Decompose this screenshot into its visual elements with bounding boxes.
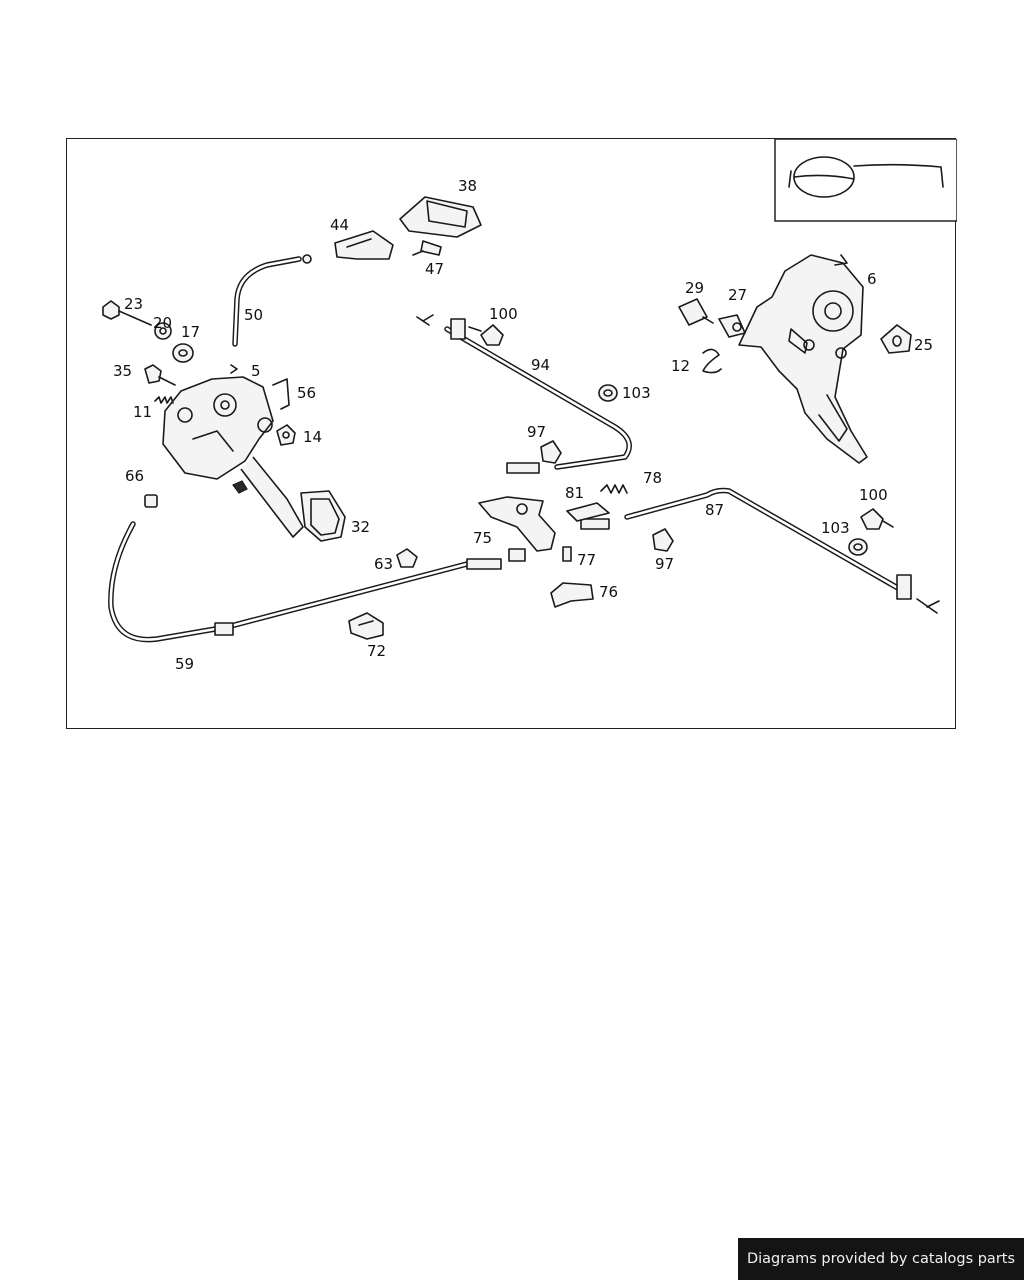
parts-diagram: 38 44 47 23 50 20 17 100 29 27 6 25 35 5…: [102, 139, 957, 673]
part-label: 6: [867, 270, 877, 288]
part-label: 87: [705, 501, 724, 519]
pedal-bracket-assembly: [162, 376, 346, 542]
part-25-bumper: [880, 324, 912, 354]
part-label: 35: [113, 362, 132, 380]
part-47-screw: [412, 240, 442, 256]
part-66-bushing: [144, 494, 158, 508]
part-44-bracket: [334, 230, 394, 260]
part-label: 25: [914, 336, 933, 354]
part-label: 66: [125, 467, 144, 485]
cable-50: [232, 254, 312, 347]
part-labels: 38 44 47 23 50 20 17 100 29 27 6 25 35 5…: [113, 177, 933, 673]
part-100b-bolt: [860, 508, 894, 530]
part-label: 17: [181, 323, 200, 341]
part-20-washer: [154, 322, 172, 340]
footer-credit-text: Diagrams provided by catalogs parts: [746, 1251, 1016, 1267]
part-103a-grommet: [598, 384, 618, 402]
vehicle-locator-icon: [774, 139, 957, 222]
part-label: 32: [351, 518, 370, 536]
part-38-switch: [399, 196, 482, 238]
footer-credit: Diagrams provided by catalogs parts: [738, 1238, 1024, 1280]
part-label: 81: [565, 484, 584, 502]
part-label: 94: [531, 356, 550, 374]
part-77-pin: [562, 546, 572, 562]
cable-87: [580, 487, 940, 614]
part-97b-clip: [652, 528, 674, 552]
part-label: 76: [599, 583, 618, 601]
part-label: 56: [297, 384, 316, 402]
part-103b-grommet: [848, 538, 868, 556]
part-label: 50: [244, 306, 263, 324]
part-label: 77: [577, 551, 596, 569]
part-label: 5: [251, 362, 261, 380]
part-81-slider: [566, 502, 610, 522]
part-label: 63: [374, 555, 393, 573]
part-label: 97: [527, 423, 546, 441]
part-75-lever: [478, 496, 556, 552]
part-label: 100: [489, 305, 518, 323]
part-5-clip: [230, 364, 238, 374]
part-label: 103: [821, 519, 850, 537]
part-14-nut: [276, 424, 296, 446]
part-label: 12: [671, 357, 690, 375]
part-label: 78: [643, 469, 662, 487]
part-56-clip: [272, 378, 290, 410]
part-label: 59: [175, 655, 194, 673]
parts-diagram-frame: 38 44 47 23 50 20 17 100 29 27 6 25 35 5…: [66, 138, 957, 729]
part-label: 44: [330, 216, 349, 234]
pedal-bracket-6: [738, 254, 868, 464]
part-12-spring: [702, 348, 722, 374]
part-72-clamp: [348, 612, 384, 640]
cable-94: [416, 314, 632, 474]
part-label: 27: [728, 286, 747, 304]
part-11-spring: [154, 396, 174, 404]
part-63-clip: [396, 548, 418, 568]
part-label: 72: [367, 642, 386, 660]
part-27-clip: [718, 314, 746, 338]
part-78-spring: [600, 484, 628, 494]
part-label: 100: [859, 486, 888, 504]
part-label: 103: [622, 384, 651, 402]
part-100a-bolt: [468, 324, 504, 346]
part-label: 97: [655, 555, 674, 573]
part-label: 20: [153, 314, 172, 332]
part-label: 11: [133, 403, 152, 421]
part-29-bushing: [678, 298, 714, 326]
part-17-bushing: [172, 343, 194, 363]
part-76-bracket: [550, 582, 594, 608]
part-label: 47: [425, 260, 444, 278]
cable-59: [108, 521, 526, 643]
part-97a-clip: [540, 440, 562, 464]
part-label: 23: [124, 295, 143, 313]
part-35-bolt: [144, 364, 176, 386]
part-label: 75: [473, 529, 492, 547]
part-23-bolt: [102, 300, 152, 326]
part-label: 38: [458, 177, 477, 195]
part-label: 14: [303, 428, 322, 446]
part-label: 29: [685, 279, 704, 297]
